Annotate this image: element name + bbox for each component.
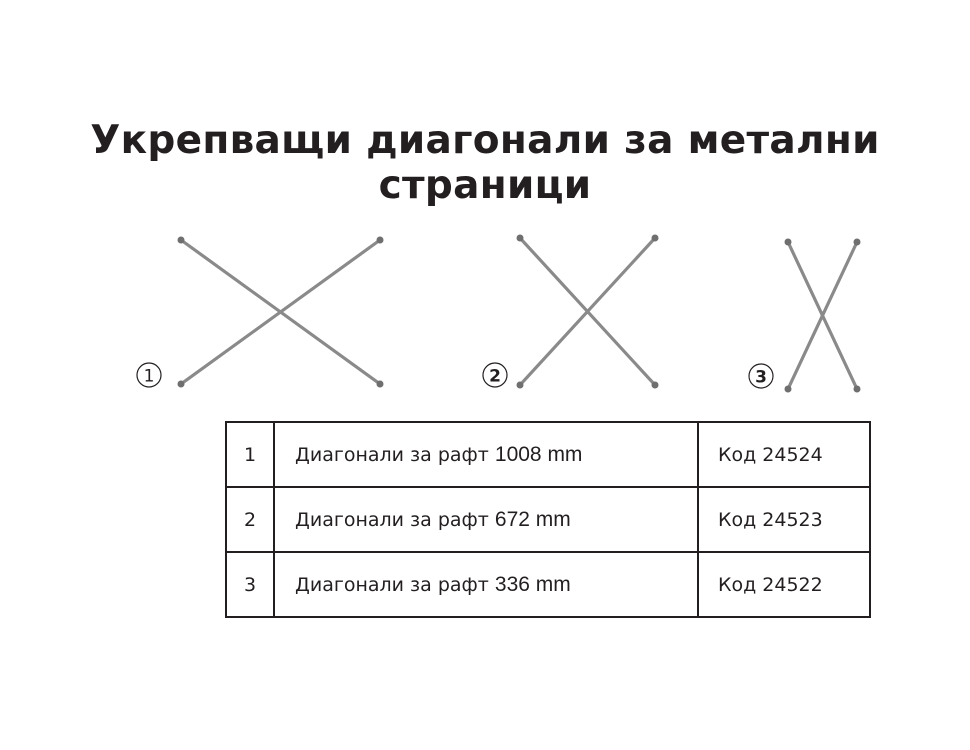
rod-end bbox=[784, 385, 792, 393]
page-title: Укрепващи диагонали за метални страници bbox=[90, 118, 880, 208]
table-row: 2 Диагонали за рафт 672 mm Код 24523 bbox=[225, 486, 871, 553]
product-code: Код 24524 bbox=[697, 421, 871, 488]
rod-end bbox=[376, 380, 384, 388]
rod-end bbox=[853, 238, 861, 246]
diagonal-rod bbox=[179, 238, 382, 386]
rod-end bbox=[376, 236, 384, 244]
product-code: Код 24522 bbox=[697, 551, 871, 618]
rod-end bbox=[784, 238, 792, 246]
diagonal-figure-1: 1 bbox=[136, 236, 384, 388]
svg-text:3: 3 bbox=[755, 368, 767, 388]
row-number: 2 bbox=[225, 486, 275, 553]
product-code: Код 24523 bbox=[697, 486, 871, 553]
product-length: 672 mm bbox=[494, 507, 571, 531]
rod-end bbox=[516, 234, 524, 242]
rod-end bbox=[651, 234, 659, 242]
figure-number-badge-1: 1 bbox=[136, 362, 162, 388]
rod-end bbox=[516, 381, 524, 389]
figure-number-badge-2: 2 bbox=[482, 362, 508, 388]
rod-end bbox=[177, 236, 185, 244]
product-name: Диагонали за рафт bbox=[295, 508, 489, 531]
row-number: 1 bbox=[225, 421, 275, 488]
diagonal-rod bbox=[518, 236, 657, 387]
rod-end bbox=[853, 385, 861, 393]
rod-end bbox=[177, 380, 185, 388]
svg-text:2: 2 bbox=[489, 367, 501, 387]
product-description: Диагонали за рафт 336 mm bbox=[273, 551, 699, 618]
figure-number-badge-3: 3 bbox=[748, 363, 774, 389]
product-description: Диагонали за рафт 672 mm bbox=[273, 486, 699, 553]
rod-end bbox=[651, 381, 659, 389]
row-number: 3 bbox=[225, 551, 275, 618]
svg-text:1: 1 bbox=[144, 367, 155, 387]
product-name: Диагонали за рафт bbox=[295, 443, 489, 466]
diagonal-rod bbox=[786, 240, 859, 391]
table-row: 1 Диагонали за рафт 1008 mm Код 24524 bbox=[225, 421, 871, 488]
product-length: 336 mm bbox=[494, 572, 571, 596]
product-description: Диагонали за рафт 1008 mm bbox=[273, 421, 699, 488]
diagonal-figure-2: 2 bbox=[482, 234, 659, 389]
product-name: Диагонали за рафт bbox=[295, 573, 489, 596]
table-row: 3 Диагонали за рафт 336 mm Код 24522 bbox=[225, 551, 871, 618]
product-length: 1008 mm bbox=[494, 442, 583, 466]
diagonal-figure-3: 3 bbox=[748, 238, 861, 393]
product-table: 1 Диагонали за рафт 1008 mm Код 24524 2 … bbox=[225, 421, 871, 618]
